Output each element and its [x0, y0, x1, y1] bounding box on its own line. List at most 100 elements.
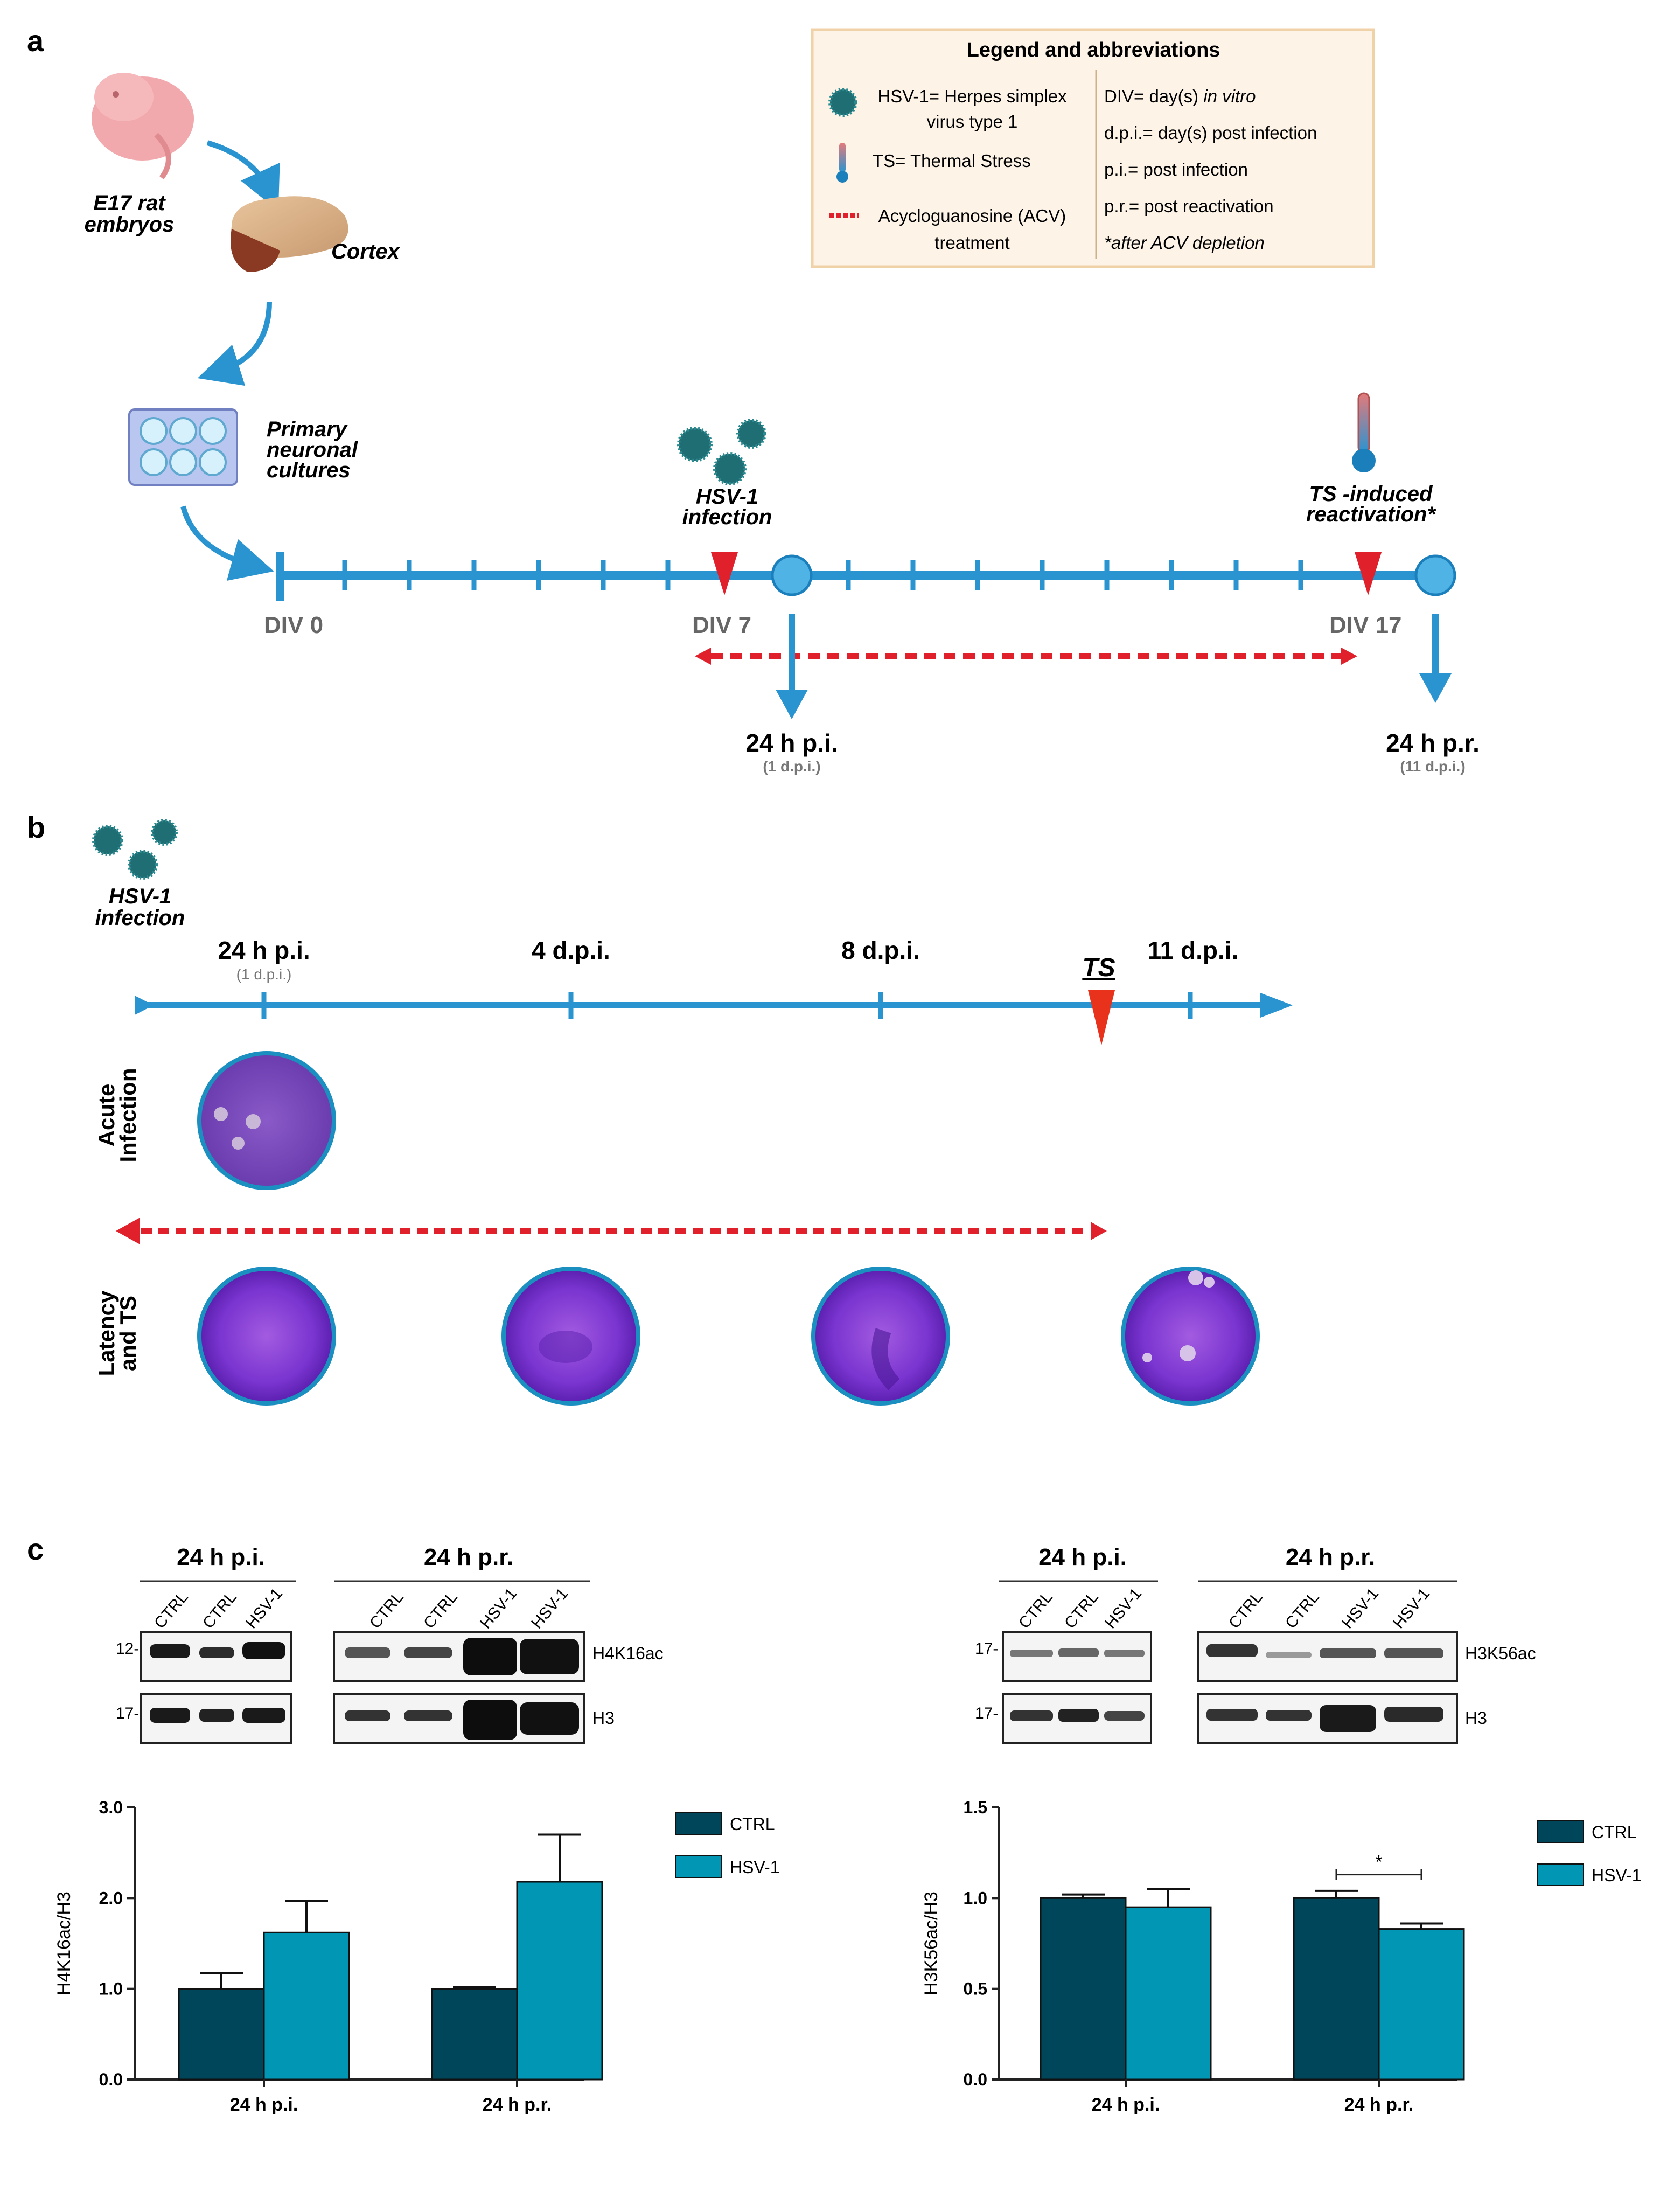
b-t2-label: 4 d.p.i.	[532, 936, 610, 964]
arrow-embryo-to-cortex	[206, 140, 280, 211]
arrow-cortex-to-culture	[197, 301, 272, 386]
arrow-culture-to-timeline	[180, 505, 274, 581]
panel-a-letter: a	[27, 24, 44, 58]
bar-ctrl-1	[431, 1988, 518, 2081]
plaque-dish-8dpi	[811, 1267, 950, 1406]
legend-swatch	[675, 1812, 722, 1835]
blot-right-lane-7: HSV-1	[1390, 1585, 1433, 1632]
legend-virus-icon	[828, 88, 857, 117]
blot-left-mw2: 17-	[116, 1705, 139, 1722]
blot-right-lane-2: CTRL	[1061, 1588, 1102, 1632]
embryo-label-1: E17 rat	[93, 191, 166, 215]
plaque-dish-11dpi	[1121, 1267, 1260, 1406]
legend-label: CTRL	[1592, 1823, 1637, 1842]
div17-label: DIV 17	[1329, 612, 1402, 638]
infection-marker-icon	[711, 552, 738, 595]
legend-box	[811, 28, 1375, 268]
row-acute-label-2: Infection	[115, 1068, 141, 1163]
cortex-label: Cortex	[331, 240, 400, 263]
culture-plate-icon	[128, 408, 238, 486]
thermometer-icon	[1352, 392, 1376, 472]
y-tick-label: 0.0	[964, 2070, 987, 2089]
blot-right-mw1: 17-	[975, 1640, 998, 1658]
legend-div: DIV= day(s) in vitro	[1104, 86, 1256, 106]
rat-embryo-icon	[92, 73, 194, 179]
blot-right: 24 h p.i. 24 h p.r. CTRL CTRL HSV-1 CTRL…	[975, 1544, 1536, 1744]
legend-acv-1: Acycloguanosine (ACV)	[878, 206, 1066, 226]
blot-left-lane-1: CTRL	[151, 1588, 192, 1632]
blot-left-group2: 24 h p.r.	[424, 1544, 513, 1570]
blot-right-band1: H3K56ac	[1465, 1644, 1536, 1663]
blot-right-band2: H3	[1465, 1708, 1487, 1728]
blot-left-lane-7: HSV-1	[528, 1585, 571, 1632]
ts-label-1: TS -induced	[1309, 482, 1433, 506]
tp2-sub-label: (11 d.p.i.)	[1400, 758, 1465, 775]
bar-hsv1-1	[1378, 1928, 1465, 2081]
legend-pi: p.i.= post infection	[1104, 159, 1248, 179]
blot-right-lane-6: HSV-1	[1338, 1585, 1382, 1632]
blot-left-lane-6: HSV-1	[477, 1585, 520, 1632]
row-latency-label-1: Latency	[94, 1290, 119, 1376]
plaque-dish-1dpi	[197, 1267, 336, 1406]
y-tick-label: 1.0	[964, 1888, 987, 1908]
y-tick-label: 1.0	[99, 1979, 123, 1999]
bar-hsv1-0	[1125, 1906, 1212, 2081]
plaque-dish-acute	[197, 1051, 336, 1190]
y-tick-label: 2.0	[99, 1888, 123, 1908]
row-latency-label-2: and TS	[115, 1296, 141, 1371]
bar-ctrl-1	[1293, 1897, 1380, 2081]
legend-swatch	[1537, 1820, 1584, 1843]
legend-thermometer-icon	[836, 143, 848, 183]
timeline-a	[276, 552, 1456, 601]
legend-label: HSV-1	[730, 1858, 779, 1877]
culture-label-2: neuronal	[267, 438, 358, 462]
legend-virus-1: HSV-1= Herpes simplex	[877, 86, 1067, 106]
x-tick-label: 24 h p.r.	[483, 2095, 552, 2115]
blot-right-group1: 24 h p.i.	[1038, 1544, 1127, 1570]
x-tick-label: 24 h p.i.	[1092, 2095, 1160, 2115]
blot-left-group1: 24 h p.i.	[177, 1544, 265, 1570]
infection-label-1: HSV-1	[696, 485, 758, 509]
y-tick-label: 1.5	[964, 1798, 987, 1817]
plaque-dish-4dpi	[501, 1267, 640, 1406]
y-tick-label: 0.5	[964, 1979, 987, 1999]
blot-left-band1: H4K16ac	[592, 1644, 664, 1663]
bar-hsv1-0	[263, 1931, 350, 2081]
blot-left-band2: H3	[592, 1708, 615, 1728]
x-tick-label: 24 h p.i.	[230, 2095, 298, 2115]
legend-swatch	[675, 1855, 722, 1878]
row-acute-label-1: Acute	[94, 1084, 119, 1147]
legend-acv-note: *after ACV depletion	[1104, 233, 1265, 253]
b-acv-treatment-bar	[116, 1218, 1107, 1244]
b-infection-label-2: infection	[95, 906, 185, 930]
blot-left-mw1: 12-	[116, 1640, 139, 1658]
div0-label: DIV 0	[264, 612, 323, 638]
panel-c-letter: c	[27, 1532, 44, 1566]
b-t3-label: 8 d.p.i.	[841, 936, 920, 964]
blot-right-lane-3: HSV-1	[1101, 1585, 1145, 1632]
b-ts-label: TS	[1082, 954, 1115, 982]
panel-b-letter: b	[27, 810, 45, 844]
blot-left-lane-2: CTRL	[199, 1588, 240, 1632]
bar-ctrl-0	[1040, 1897, 1127, 2081]
b-t4-label: 11 d.p.i.	[1148, 936, 1239, 964]
hsv1-virus-icon	[677, 419, 766, 485]
blot-right-group2: 24 h p.r.	[1286, 1544, 1375, 1570]
blot-left-lane-4: CTRL	[366, 1588, 407, 1632]
b-t1-sub-label: (1 d.p.i.)	[236, 966, 292, 983]
arrow-24hpr	[1419, 614, 1452, 703]
ts-label-2: reactivation*	[1306, 503, 1437, 526]
tp1-label: 24 h p.i.	[745, 729, 838, 757]
y-tick-label: 3.0	[99, 1798, 123, 1817]
bar-ctrl-0	[178, 1988, 265, 2081]
legend-title: Legend and abbreviations	[967, 39, 1220, 61]
culture-label-1: Primary	[267, 418, 348, 441]
legend-label: HSV-1	[1592, 1866, 1641, 1885]
acv-treatment-bar	[695, 648, 1357, 665]
cortex-icon	[231, 196, 348, 272]
blot-right-lane-5: CTRL	[1282, 1588, 1323, 1632]
y-axis-label: H3K56ac/H3	[921, 1891, 941, 1995]
timeline-b	[135, 992, 1293, 1019]
